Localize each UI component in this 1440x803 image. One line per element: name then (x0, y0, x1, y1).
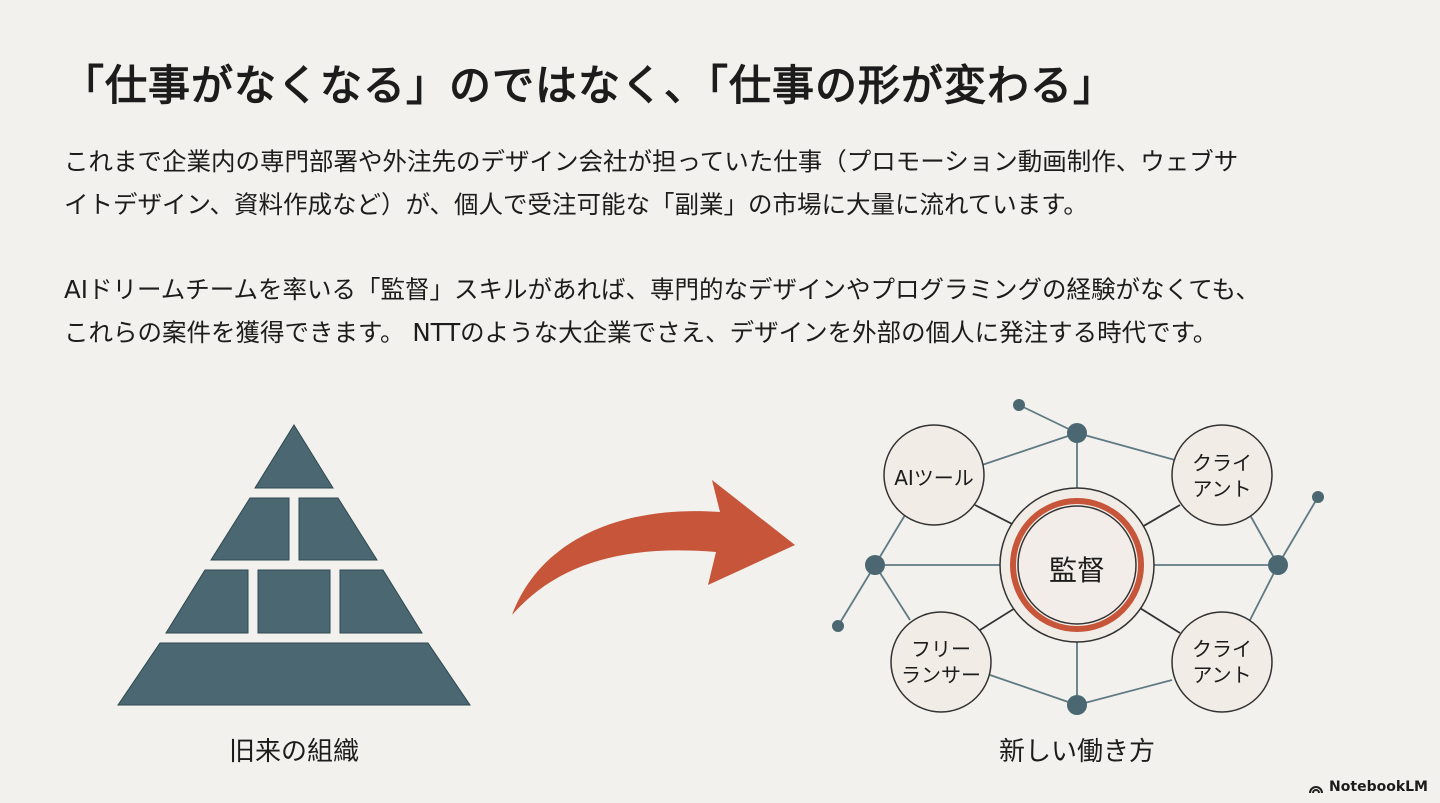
node-client-top: クライアント (1192, 451, 1252, 501)
center-node-label: 監督 (1048, 554, 1106, 587)
left-caption: 旧来の組織 (228, 737, 360, 767)
pyramid-icon (117, 424, 471, 706)
slide-title: 「仕事がなくなる」のではなく、「仕事の形が変わる」 (62, 61, 1117, 110)
paragraph-1: これまで企業内の専門部署や外注先のデザイン会社が担っていた仕事（プロモーション動… (64, 140, 1238, 226)
logo-text: NotebookLM (1329, 779, 1428, 795)
right-caption: 新しい働き方 (998, 737, 1156, 767)
paragraph-line: イトデザイン、資料作成など）が、個人で受注可能な「副業」の市場に大量に流れていま… (64, 190, 1088, 219)
logo-icon (1309, 786, 1324, 793)
node-freelancer: フリーランサー (901, 637, 981, 687)
paragraph-2: AIドリームチームを率いる「監督」スキルがあれば、専門的なデザインやプログラミン… (64, 268, 1260, 354)
arrow-icon (512, 480, 795, 615)
network-dots (832, 399, 1324, 715)
paragraph-line: これらの案件を獲得できます。 NTTのような大企業でさえ、デザインを外部の個人に… (64, 318, 1218, 347)
node-client-bottom: クライアント (1192, 637, 1252, 687)
notebooklm-logo: NotebookLM (1308, 779, 1428, 795)
node-ai-tool: AIツール (894, 466, 974, 490)
paragraph-line: AIドリームチームを率いる「監督」スキルがあれば、専門的なデザインやプログラミン… (64, 275, 1260, 304)
paragraph-line: これまで企業内の専門部署や外注先のデザイン会社が担っていた仕事（プロモーション動… (64, 147, 1239, 176)
